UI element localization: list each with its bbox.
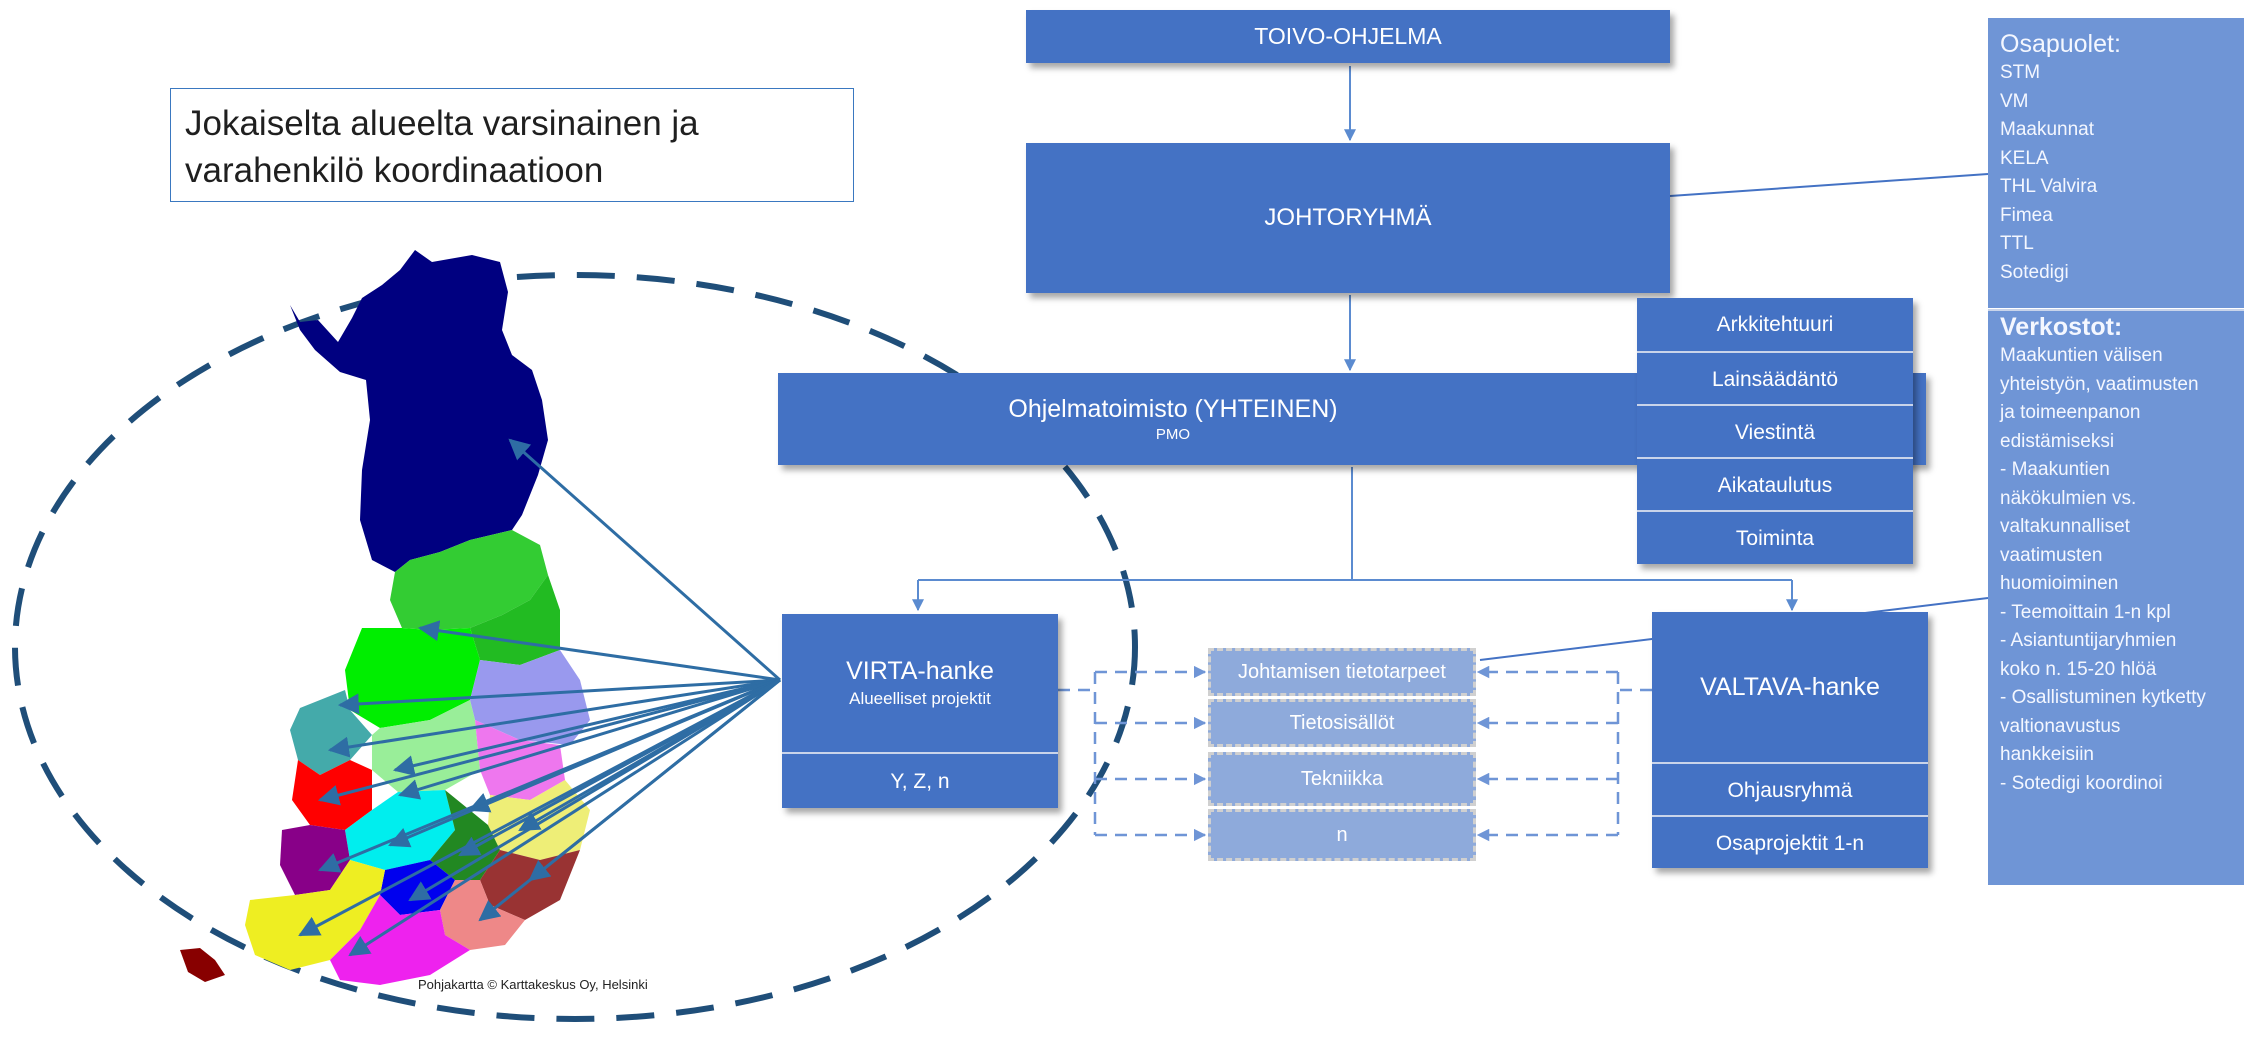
verkostot-line: - Maakuntien [2000, 459, 2110, 480]
coordination-ellipse [12, 272, 1138, 1022]
pmo-tasks-panel: Arkkitehtuuri Lainsäädäntö Viestintä Aik… [1637, 298, 1913, 564]
task-toiminta: Toiminta [1637, 510, 1913, 566]
region-lapland [290, 250, 548, 572]
region-aland [180, 948, 225, 982]
coordination-note: Jokaiselta alueelta varsinainen ja varah… [170, 88, 854, 202]
valtava-row-ohjausryhma: Ohjausryhmä [1652, 762, 1928, 817]
virta-hanke-subtitle: Alueelliset projektit [849, 689, 991, 709]
virta-hanke-box: VIRTA-hanke Alueelliset projektit Y, Z, … [782, 614, 1058, 808]
osapuolet-item: THL Valvira [2000, 176, 2098, 197]
verkostot-line: Maakuntien välisen [2000, 345, 2163, 366]
virta-hanke-footer: Y, Z, n [782, 752, 1058, 810]
osapuolet-item: Fimea [2000, 204, 2053, 226]
verkostot-line: vaatimusten [2000, 544, 2103, 566]
verkostot-line: - Osallistuminen kytketty [2000, 687, 2206, 708]
region-kainuu [470, 575, 560, 665]
region-north-karelia [470, 650, 590, 745]
johtoryhma-label: JOHTORYHMÄ [1264, 204, 1432, 232]
verkostot-panel: Verkostot: Maakuntien välisen yhteistyön… [1988, 309, 2244, 885]
verkostot-line: valtionavustus [2000, 715, 2121, 737]
verkostot-line: edistämiseksi [2000, 430, 2115, 452]
verkostot-line: - Teemoittain 1-n kpl [2000, 601, 2171, 623]
region-south-karelia [480, 850, 580, 920]
osapuolet-item: TTL [2000, 233, 2034, 254]
valtava-hanke-title: VALTAVA-hanke [1700, 672, 1880, 701]
verkostot-line: näkökulmien vs. [2000, 487, 2137, 509]
region-ostrobothnia [290, 690, 372, 775]
verkostot-line: yhteistyön, vaatimusten [2000, 373, 2199, 395]
middle-dashed-connectors [1058, 665, 1652, 842]
virta-hanke-title: VIRTA-hanke [846, 656, 994, 685]
osapuolet-item: Sotedigi [2000, 261, 2069, 283]
osapuolet-item: KELA [2000, 147, 2049, 169]
valtava-hanke-box: VALTAVA-hanke Ohjausryhmä Osaprojektit 1… [1652, 612, 1928, 868]
verkostot-line: - Sotedigi koordinoi [2000, 772, 2163, 794]
verkostot-line: valtakunnalliset [2000, 516, 2130, 537]
task-viestinta: Viestintä [1637, 404, 1913, 459]
region-uusimaa [330, 895, 470, 985]
region-southwest-finland [245, 860, 385, 970]
toivo-ohjelma-label: TOIVO-OHJELMA [1254, 23, 1442, 50]
verkostot-line: - Asiantuntijaryhmien [2000, 630, 2177, 651]
verkostot-title: Verkostot: [2000, 313, 2123, 341]
verkostot-line: koko n. 15-20 hlöä [2000, 658, 2157, 680]
map-caption: Pohjakartta © Karttakeskus Oy, Helsinki [418, 977, 648, 992]
task-arkkitehtuuri: Arkkitehtuuri [1716, 312, 1834, 336]
finland-regions [180, 250, 590, 985]
toivo-ohjelma-box: TOIVO-OHJELMA [1026, 10, 1670, 63]
verkostot-line: ja toimeenpanon [2000, 402, 2141, 423]
region-north-ostrobothnia [390, 530, 548, 630]
osapuolet-item: Maakunnat [2000, 119, 2095, 140]
task-lainsaadanto: Lainsäädäntö [1637, 351, 1913, 406]
osapuolet-item: STM [2000, 62, 2041, 83]
region-arrows [298, 438, 781, 957]
johtoryhma-box: JOHTORYHMÄ [1026, 143, 1670, 293]
region-satakunta [280, 825, 350, 895]
middle-item-tietosisallot: Tietosisällöt [1208, 699, 1476, 747]
osapuolet-panel: Osapuolet: STM VM Maakunnat KELA THL Val… [1988, 18, 2244, 308]
verkostot-line: huomioiminen [2000, 573, 2119, 594]
middle-item-johtamisen-tietotarpeet: Johtamisen tietotarpeet [1208, 648, 1476, 696]
middle-item-tekniikka: Tekniikka [1208, 752, 1476, 806]
osapuolet-item: VM [2000, 90, 2029, 112]
valtava-row-osaprojektit: Osaprojektit 1-n [1652, 815, 1928, 870]
middle-item-n: n [1208, 809, 1476, 861]
pmo-subtitle: PMO [1155, 425, 1191, 443]
pmo-title: Ohjelmatoimisto (YHTEINEN) [1008, 395, 1338, 424]
osapuolet-title: Osapuolet: [2000, 30, 2121, 58]
task-aikataulutus: Aikataulutus [1637, 457, 1913, 512]
note-line-1: Jokaiselta alueelta varsinainen ja [185, 104, 699, 143]
verkostot-line: hankkeisiin [2000, 744, 2094, 765]
note-line-2: varahenkilö koordinaatioon [185, 151, 604, 190]
